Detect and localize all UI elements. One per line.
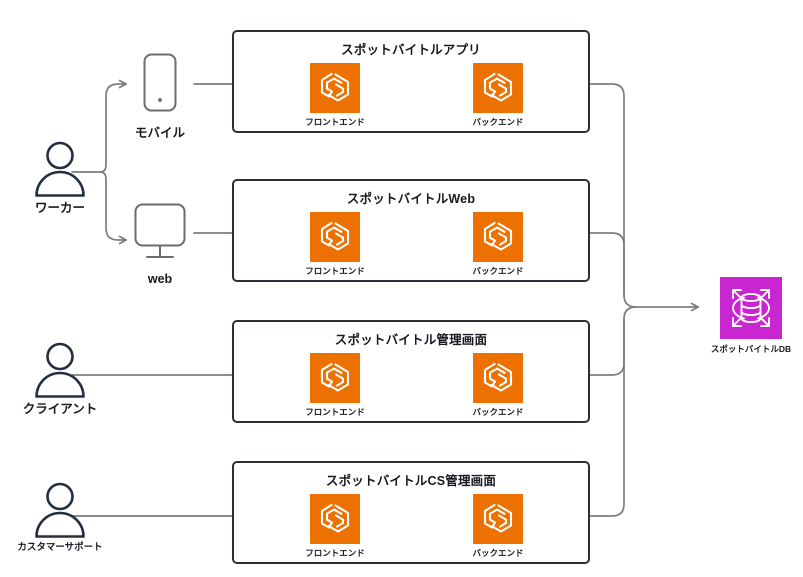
service-web-frontend[interactable]: フロントエンド — [289, 212, 381, 277]
service-admin-frontend[interactable]: フロントエンド — [289, 353, 381, 418]
group-title-admin: スポットバイトル管理画面 — [334, 333, 488, 347]
group-box-app[interactable]: スポットバイトルアプリ フロントエンド バックエンド — [232, 30, 590, 133]
service-app-backend-label: バックエンド — [472, 117, 524, 127]
amplify-service-icon — [473, 494, 523, 544]
actor-customer-support-label: カスタマーサポート — [17, 542, 103, 553]
actor-worker-label: ワーカー — [34, 201, 85, 215]
desktop-monitor-icon — [134, 203, 186, 258]
wire-trunk-to-database — [623, 294, 700, 312]
amplify-service-icon — [310, 63, 360, 113]
service-web-frontend-label: フロントエンド — [305, 266, 365, 276]
user-icon — [35, 141, 85, 197]
service-admin-frontend-label: フロントエンド — [305, 407, 365, 417]
aurora-database-icon — [720, 277, 782, 339]
actor-worker[interactable]: ワーカー — [12, 140, 108, 216]
service-cs-backend[interactable]: バックエンド — [452, 494, 544, 559]
service-admin-backend[interactable]: バックエンド — [452, 353, 544, 418]
amplify-service-icon — [310, 353, 360, 403]
device-mobile[interactable]: モバイル — [112, 50, 208, 141]
database-label: スポットバイトルDB — [710, 344, 792, 354]
service-cs-backend-label: バックエンド — [472, 548, 524, 558]
amplify-service-icon — [310, 212, 360, 262]
amplify-service-icon — [310, 494, 360, 544]
group-title-app: スポットバイトルアプリ — [341, 43, 481, 57]
service-app-frontend[interactable]: フロントエンド — [289, 63, 381, 128]
database-node[interactable]: スポットバイトルDB — [703, 277, 799, 355]
service-web-backend[interactable]: バックエンド — [452, 212, 544, 277]
service-cs-frontend-label: フロントエンド — [305, 548, 365, 558]
amplify-service-icon — [473, 212, 523, 262]
device-web-label: web — [147, 272, 173, 286]
service-app-backend[interactable]: バックエンド — [452, 63, 544, 128]
mobile-phone-icon — [143, 53, 177, 112]
group-title-cs-admin: スポットバイトルCS管理画面 — [325, 474, 497, 488]
device-mobile-label: モバイル — [134, 126, 185, 140]
service-web-backend-label: バックエンド — [472, 266, 524, 276]
amplify-service-icon — [473, 63, 523, 113]
user-icon — [35, 342, 85, 398]
amplify-service-icon — [473, 353, 523, 403]
device-web[interactable]: web — [112, 200, 208, 286]
group-box-cs-admin[interactable]: スポットバイトルCS管理画面 フロントエンド バックエンド — [232, 461, 590, 564]
group-title-web: スポットバイトルWeb — [346, 192, 476, 206]
service-app-frontend-label: フロントエンド — [305, 117, 365, 127]
user-icon — [35, 482, 85, 538]
group-box-web[interactable]: スポットバイトルWeb フロントエンド バックエンド — [232, 179, 590, 282]
actor-client-label: クライアント — [22, 402, 98, 416]
service-cs-frontend[interactable]: フロントエンド — [289, 494, 381, 559]
actor-client[interactable]: クライアント — [12, 341, 108, 417]
service-admin-backend-label: バックエンド — [472, 407, 524, 417]
wire-trunk-merge-lower — [623, 306, 637, 320]
actor-customer-support[interactable]: カスタマーサポート — [12, 481, 108, 553]
group-box-admin[interactable]: スポットバイトル管理画面 フロントエンド バックエンド — [232, 320, 590, 423]
